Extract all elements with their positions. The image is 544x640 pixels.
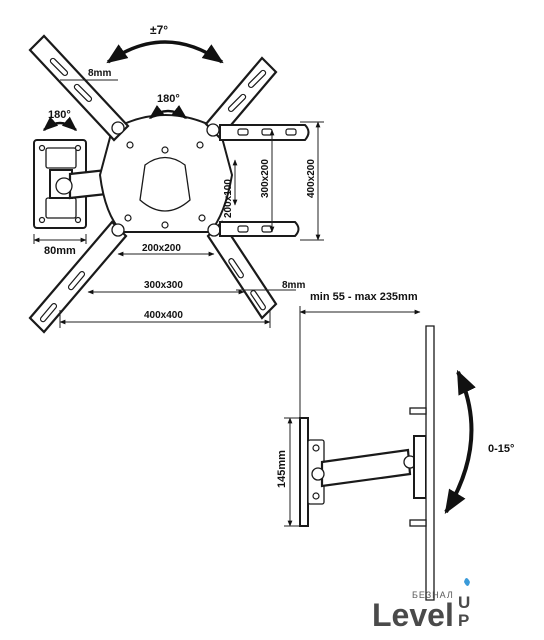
- vesa-400x400-label: 400x400: [144, 310, 183, 321]
- depth-label: min 55 - max 235mm: [310, 291, 418, 303]
- mount-arm-bottom-left: [28, 220, 128, 334]
- side-arm: [311, 448, 417, 488]
- vesa-200x100-label: 200x100: [223, 179, 234, 218]
- tilt-label: ±7°: [150, 23, 168, 37]
- extension-plate-top: [219, 124, 310, 141]
- logo-word-u: U: [458, 593, 470, 612]
- front-view: ±7° 180° 180° 8mm 80mm 200x200 300x300 8…: [28, 23, 324, 334]
- height-label: 145mm: [276, 450, 288, 488]
- side-view: min 55 - max 235mm 145mm: [276, 291, 514, 601]
- vesa-200x200-label: 200x200: [142, 243, 181, 254]
- logo-word: Level: [372, 597, 454, 633]
- brand-logo: БЕЗНАЛ Level U P: [372, 578, 470, 633]
- tilt-range-label: 0-15°: [488, 443, 514, 455]
- extension-plate-bottom: [219, 221, 300, 237]
- swivel-plate-label: 180°: [157, 93, 180, 105]
- swivel-plate-arrow: [148, 104, 188, 120]
- slot-width-bottom-label: 8mm: [282, 280, 305, 291]
- swivel-wall-label: 180°: [48, 109, 71, 121]
- swivel-wall-arrow: [42, 116, 78, 131]
- vesa-300x300-label: 300x300: [144, 280, 183, 291]
- vesa-300x200-label: 300x200: [260, 159, 271, 198]
- tilt-range-arrow: [444, 369, 476, 515]
- mount-arm-bottom-right: [206, 220, 278, 320]
- tilt-arc-arrow: [106, 40, 224, 64]
- logo-accent-icon: [464, 578, 470, 586]
- slot-width-top-label: 8mm: [88, 68, 111, 79]
- wall-plate-width-label: 80mm: [44, 245, 76, 257]
- logo-small-text: БЕЗНАЛ: [412, 590, 454, 600]
- mount-arm-top-left: [28, 34, 130, 142]
- logo-word-p: P: [458, 611, 469, 630]
- vesa-400x200-label: 400x200: [306, 159, 317, 198]
- central-plate: [98, 114, 234, 233]
- side-tv-plate: [409, 325, 435, 601]
